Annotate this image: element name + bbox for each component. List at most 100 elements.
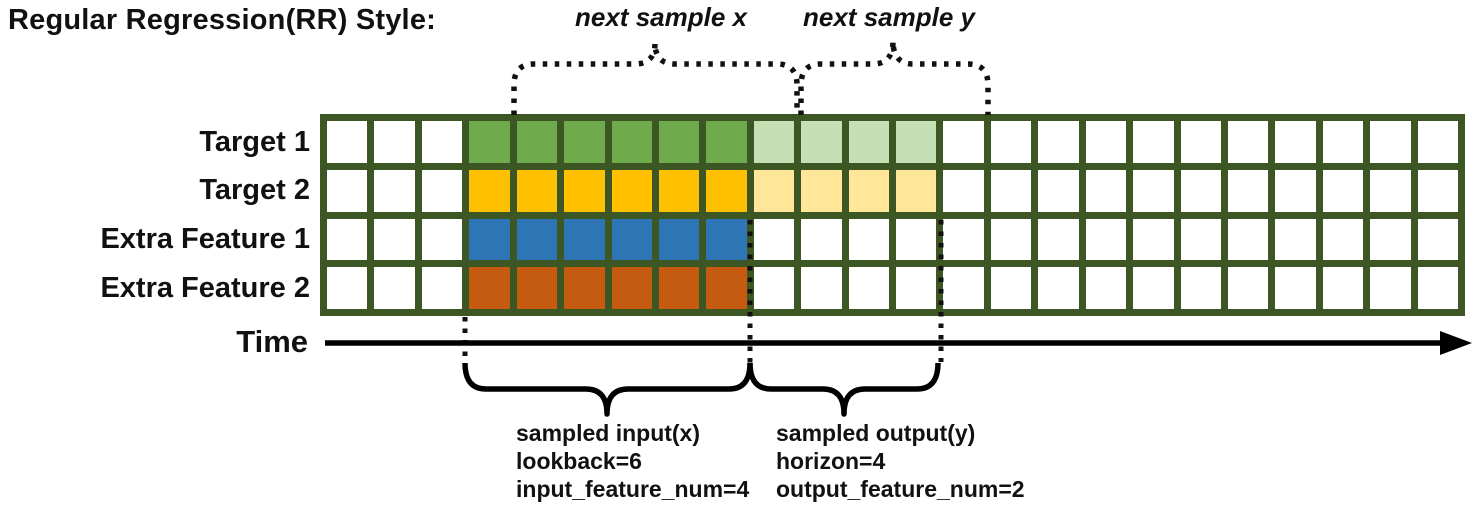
grid-cell: [1370, 121, 1411, 163]
grid-cell: [1227, 169, 1269, 212]
grid-cell: [1038, 267, 1079, 309]
grid-cell: [943, 169, 984, 212]
diagram-title: Regular Regression(RR) Style:: [8, 4, 436, 36]
sampled-output-line-1: sampled output(y): [776, 420, 976, 446]
grid-cell: [1227, 121, 1269, 163]
grid-cell: [896, 218, 937, 261]
grid-cell: [611, 267, 652, 309]
grid-cell: [611, 169, 652, 212]
grid-cell: [421, 121, 463, 163]
grid-cell: [1227, 218, 1269, 261]
grid-cell: [990, 169, 1032, 212]
grid-cell: [801, 121, 842, 163]
grid-cell: [753, 169, 795, 212]
grid-cell: [658, 267, 700, 309]
grid-cell: [658, 169, 700, 212]
grid-cell: [516, 169, 558, 212]
grid-cell: [1133, 169, 1174, 212]
grid-cell: [848, 121, 889, 163]
grid-cell: [327, 169, 368, 212]
grid-cell: [1370, 218, 1411, 261]
grid-cell: [1038, 169, 1079, 212]
time-axis-label: Time: [236, 324, 308, 359]
grid-cell: [801, 169, 842, 212]
grid-cell: [848, 267, 889, 309]
grid-cell: [658, 121, 700, 163]
grid-cell: [1085, 218, 1127, 261]
grid-cell: [327, 121, 368, 163]
next-sample-x-brace: [511, 42, 800, 115]
sampled-input-brace: [462, 362, 753, 417]
sampled-input-caption: sampled input(x) lookback=6 input_featur…: [516, 419, 749, 503]
grid-cell: [611, 121, 652, 163]
grid-cell: [374, 169, 415, 212]
grid-cell: [374, 121, 415, 163]
grid-cell: [374, 218, 415, 261]
grid-cell: [1085, 267, 1127, 309]
grid-cell: [990, 267, 1032, 309]
grid-cell: [469, 218, 510, 261]
sampled-input-line-2: lookback=6: [516, 448, 642, 474]
grid-cell: [611, 218, 652, 261]
grid-cell: [753, 218, 795, 261]
grid-cell: [564, 218, 605, 261]
grid-cell: [990, 218, 1032, 261]
grid-cell: [1038, 218, 1079, 261]
sampled-input-line-1: sampled input(x): [516, 420, 701, 446]
grid-cell: [1180, 267, 1221, 309]
sampled-output-caption: sampled output(y) horizon=4 output_featu…: [776, 419, 1025, 503]
grid-cell: [421, 218, 463, 261]
grid-cell: [1038, 121, 1079, 163]
grid-cell: [1227, 267, 1269, 309]
grid-cell: [896, 169, 937, 212]
grid-cell: [469, 121, 510, 163]
grid-cell: [990, 121, 1032, 163]
grid-cell: [469, 267, 510, 309]
grid-cell: [1417, 169, 1458, 212]
grid-cell: [943, 267, 984, 309]
grid-cell: [706, 267, 747, 309]
time-axis-arrowhead: [1440, 331, 1472, 355]
grid-cell: [1417, 218, 1458, 261]
grid-cell: [1133, 121, 1174, 163]
grid-cell: [421, 169, 463, 212]
grid-cell: [706, 169, 747, 212]
grid-cell: [1322, 218, 1364, 261]
grid-cell: [421, 267, 463, 309]
grid-cell: [1180, 121, 1221, 163]
grid-cell: [1275, 169, 1316, 212]
grid: [320, 114, 1465, 316]
grid-cell: [658, 218, 700, 261]
next-sample-x-label: next sample x: [575, 2, 747, 32]
row-label-extra-feature-1: Extra Feature 1: [100, 223, 310, 255]
grid-cell: [1322, 267, 1364, 309]
grid-cell: [753, 121, 795, 163]
sampled-input-line-3: input_feature_num=4: [516, 476, 750, 502]
grid-cell: [516, 121, 558, 163]
row-label-extra-feature-2: Extra Feature 2: [100, 272, 310, 304]
grid-cell: [943, 218, 984, 261]
grid-cell: [1417, 121, 1458, 163]
grid-cell: [801, 267, 842, 309]
grid-cell: [1180, 218, 1221, 261]
grid-cell: [1370, 169, 1411, 212]
grid-cell: [327, 218, 368, 261]
grid-cell: [564, 169, 605, 212]
grid-cell: [896, 121, 937, 163]
grid-cell: [1370, 267, 1411, 309]
grid-cell: [848, 218, 889, 261]
grid-cell: [516, 218, 558, 261]
grid-cell: [1322, 121, 1364, 163]
grid-cell: [327, 267, 368, 309]
grid-cell: [1275, 121, 1316, 163]
grid-cell: [469, 169, 510, 212]
grid-cell: [374, 267, 415, 309]
grid-cell: [1085, 169, 1127, 212]
grid-cell: [564, 267, 605, 309]
grid-cell: [1322, 169, 1364, 212]
sampled-output-brace: [747, 362, 941, 417]
grid-cell: [848, 169, 889, 212]
next-sample-y-brace: [798, 40, 991, 115]
next-sample-y-label: next sample y: [803, 2, 975, 32]
grid-cell: [1275, 218, 1316, 261]
